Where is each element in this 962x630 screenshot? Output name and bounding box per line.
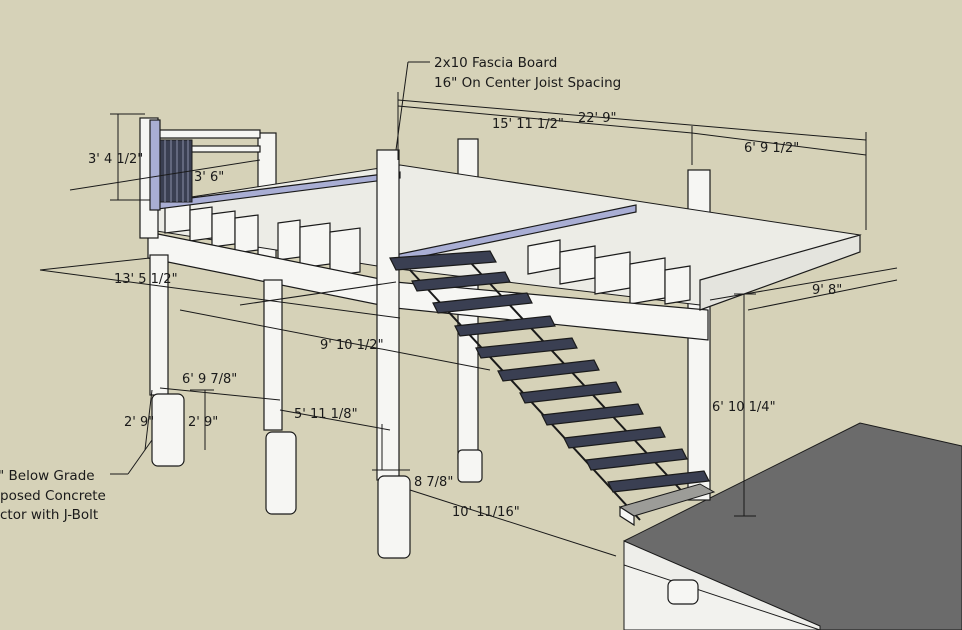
dim-right-section: 6' 9 1/2" — [744, 141, 799, 156]
dimension-labels: 22' 9" 15' 11 1/2" 6' 9 1/2" 3' 4 1/2" 3… — [88, 111, 842, 520]
railing-balusters — [159, 139, 193, 203]
joists — [164, 201, 691, 305]
dim-stair-run: 9' 10 1/2" — [320, 338, 384, 353]
dim-deck-depth: 13' 5 1/2" — [114, 272, 178, 287]
annotations: 2x10 Fascia Board 16" On Center Joist Sp… — [0, 55, 621, 523]
dim-right-depth: 9' 8" — [812, 283, 842, 298]
dim-post-spacing-a: 6' 9 7/8" — [182, 372, 237, 387]
fascia-note-line1: 2x10 Fascia Board — [434, 55, 557, 71]
dim-left-section: 15' 11 1/2" — [492, 117, 564, 132]
dim-railing-height: 3' 4 1/2" — [88, 152, 143, 167]
footings — [151, 393, 483, 559]
dim-footing-depth-b: 2' 9" — [188, 415, 218, 430]
dim-deck-height: 6' 10 1/4" — [712, 400, 776, 415]
dim-post-offset: 8 7/8" — [414, 475, 453, 490]
concrete-slab — [623, 422, 962, 630]
dim-railing-section: 3' 6" — [194, 170, 224, 185]
dimension-lines — [39, 61, 898, 557]
dim-overall-length: 22' 9" — [578, 111, 617, 126]
dim-post-spacing-b: 5' 11 1/8" — [294, 407, 358, 422]
dim-footing-depth-a: 2' 9" — [124, 415, 154, 430]
deck-frame — [147, 164, 862, 341]
front-posts — [149, 149, 400, 481]
stair-treads — [389, 250, 716, 527]
fascia-note-line2: 16" On Center Joist Spacing — [434, 75, 621, 91]
footing-note-line1: " Below Grade — [0, 468, 95, 484]
footing-note-line3: ctor with J-Bolt — [0, 507, 98, 523]
dim-stair-landing: 10' 11/16" — [452, 505, 520, 520]
footing-note-line2: posed Concrete — [0, 488, 106, 504]
